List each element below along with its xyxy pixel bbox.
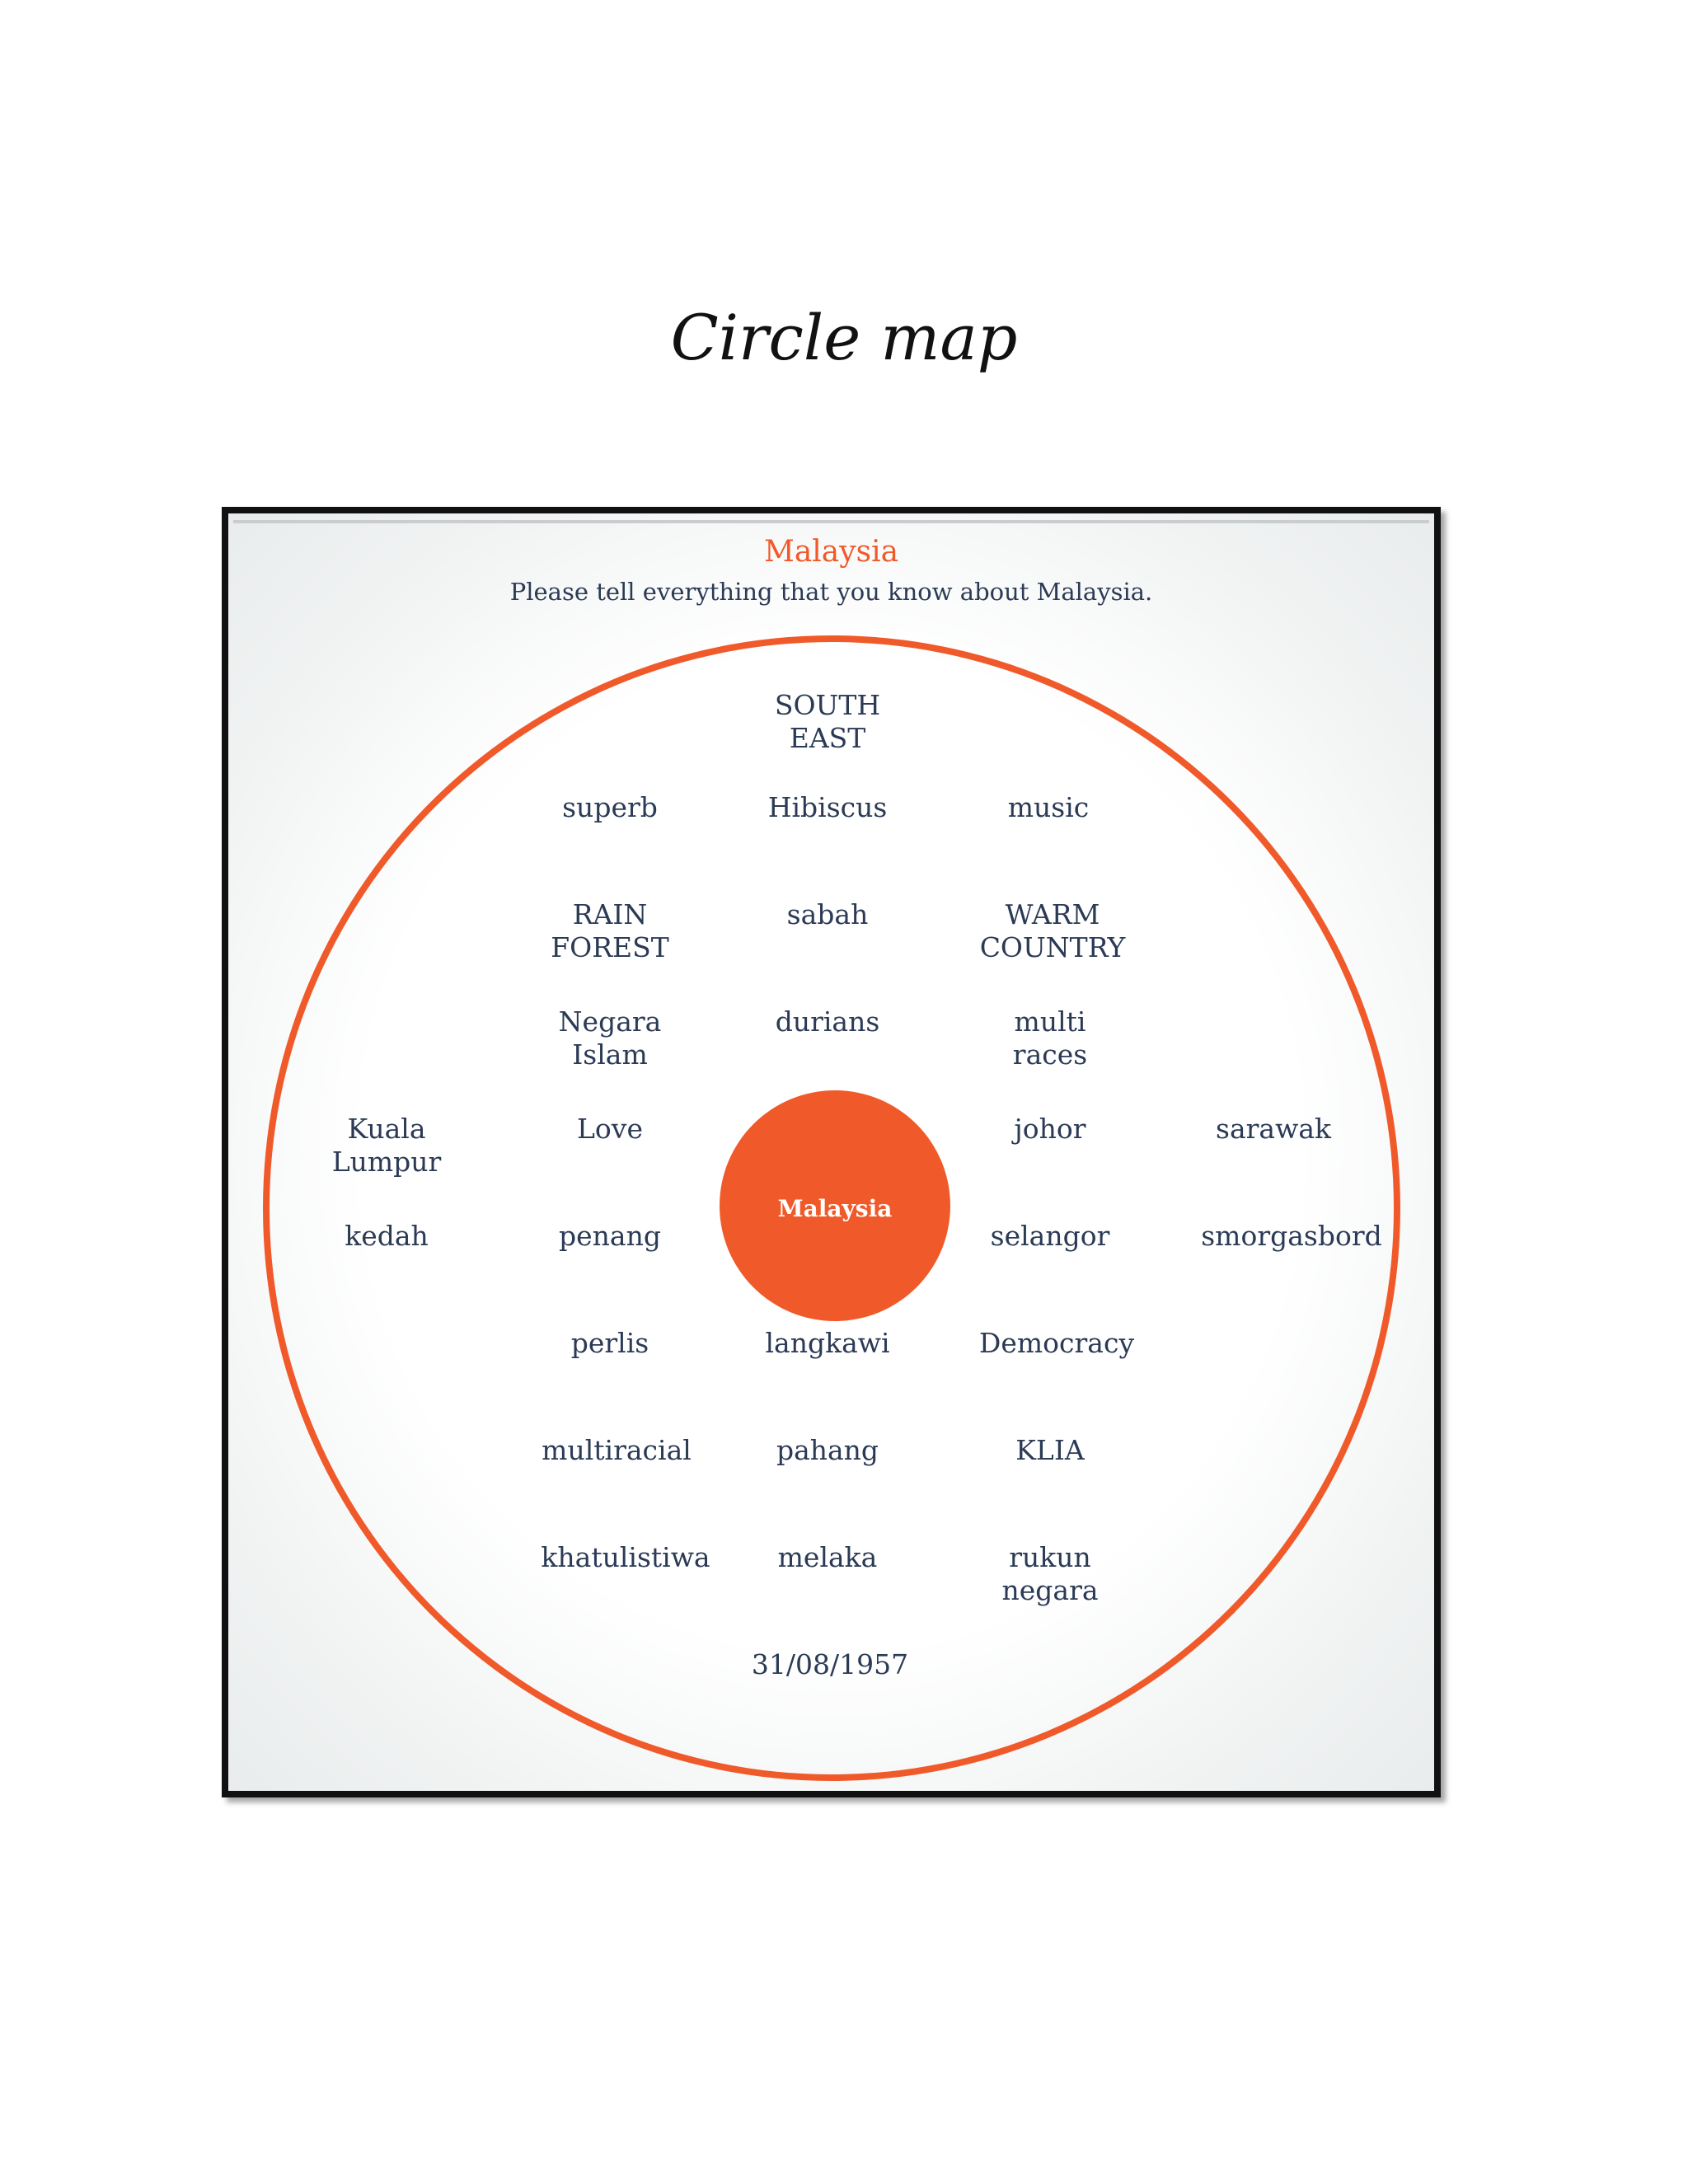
- center-circle: Malaysia: [720, 1090, 950, 1321]
- map-item-hibiscus: Hibiscus: [767, 791, 888, 823]
- map-item-melaka: melaka: [777, 1541, 878, 1573]
- map-item-sarawak: sarawak: [1216, 1113, 1331, 1145]
- frame-top-rule: [233, 520, 1429, 523]
- map-item-durians: durians: [775, 1005, 880, 1038]
- map-item-sabah: sabah: [786, 898, 869, 930]
- map-item-klia: KLIA: [1015, 1434, 1085, 1466]
- outer-circle: [263, 635, 1400, 1781]
- map-item-langkawi: langkawi: [765, 1327, 890, 1359]
- map-item-perlis: perlis: [570, 1327, 649, 1359]
- page-title: Circle map: [670, 301, 1018, 374]
- map-item-date: 31/08/1957: [751, 1648, 909, 1680]
- map-item-music: music: [1007, 791, 1090, 823]
- map-item-democracy: Democracy: [978, 1327, 1135, 1359]
- map-item-superb: superb: [562, 791, 658, 823]
- circle-map-frame: Malaysia Please tell everything that you…: [222, 507, 1441, 1797]
- map-item-multiracial: multiracial: [542, 1434, 692, 1466]
- map-item-smorgasbord: smorgasbord: [1201, 1220, 1382, 1252]
- map-item-love: Love: [577, 1113, 643, 1145]
- map-item-khatulistiwa: khatulistiwa: [541, 1541, 710, 1573]
- map-item-johor: johor: [1014, 1113, 1086, 1145]
- map-item-kedah: kedah: [345, 1220, 429, 1252]
- map-item-pahang: pahang: [776, 1434, 879, 1466]
- map-item-selangor: selangor: [990, 1220, 1110, 1252]
- map-item-penang: penang: [559, 1220, 661, 1252]
- slide-title: Malaysia: [763, 535, 899, 569]
- slide-subtitle: Please tell everything that you know abo…: [509, 578, 1153, 606]
- center-label: Malaysia: [777, 1194, 893, 1222]
